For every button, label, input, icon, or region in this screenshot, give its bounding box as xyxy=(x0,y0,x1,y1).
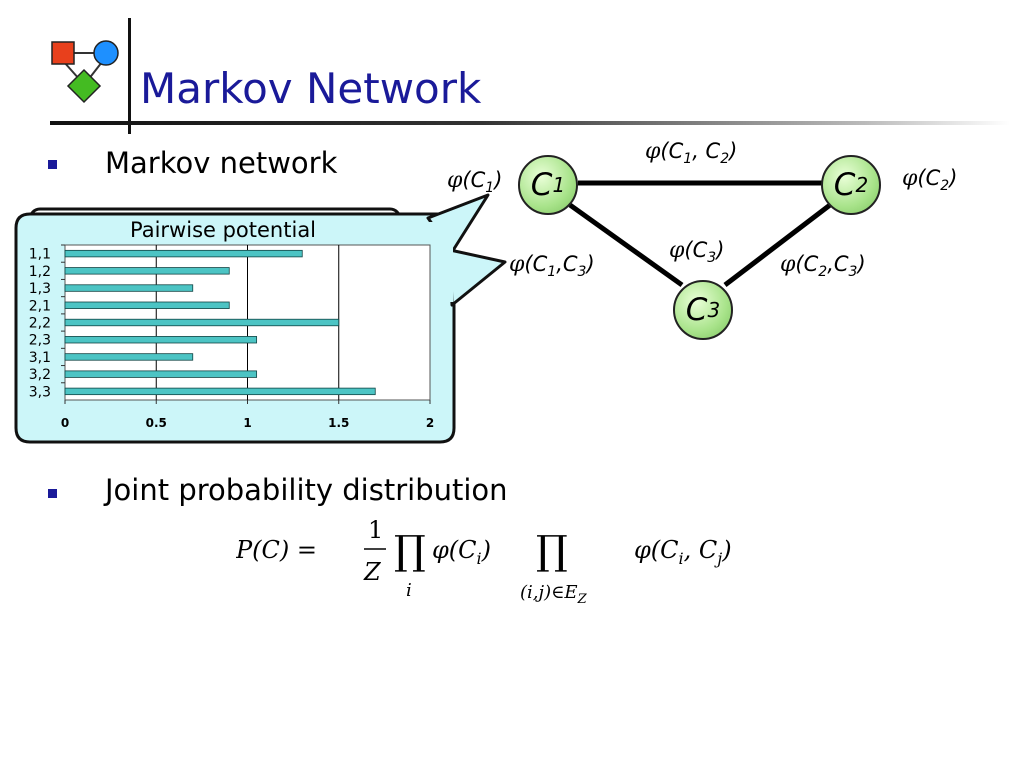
bullet-marker xyxy=(48,160,57,169)
bar-3-2 xyxy=(64,370,258,378)
edge-c2-c3 xyxy=(723,203,832,287)
bar-3-1 xyxy=(64,353,194,361)
x-tick-label: 2 xyxy=(426,416,434,430)
label-phi-c2: φ(C2) xyxy=(902,166,958,195)
x-tick-label: 1.5 xyxy=(328,416,349,430)
formula-denominator: Z xyxy=(363,558,382,586)
formula-index-edge: (i,j)∈EZ xyxy=(520,582,588,607)
y-tick-label: 1,1 xyxy=(29,247,51,263)
edge-c1-c3 xyxy=(568,202,684,288)
label-phi-c1-c3: φ(C1,C3) xyxy=(509,252,595,281)
bar-2-3 xyxy=(64,336,258,344)
formula-index-i: i xyxy=(406,580,412,601)
title-vertical-rule xyxy=(128,18,131,134)
bar-2-1 xyxy=(64,301,230,309)
formula-term-1: φ(Ci) xyxy=(432,536,491,568)
joint-probability-formula: P(C) = 1 Z ∏ i φ(Ci) ∏ (i,j)∈EZ φ(Ci, Cj… xyxy=(236,516,732,607)
x-tick-label: 0.5 xyxy=(146,416,167,430)
bullet-joint-probability: Joint probability distribution xyxy=(105,473,508,507)
slide-title: Markov Network xyxy=(140,64,482,113)
title-horizontal-rule xyxy=(50,121,1010,125)
pairwise-potential-chart: 1,11,21,32,1 2,22,33,13,23,3 0 0.5 1 1.5 2 xyxy=(29,244,434,430)
y-tick-label: 1,3 xyxy=(29,281,51,297)
bar-1-3 xyxy=(64,284,194,292)
label-phi-c1: φ(C1) xyxy=(447,168,503,197)
callout-title: Pairwise potential xyxy=(130,218,317,242)
formula-numerator: 1 xyxy=(368,516,383,544)
bullet-marker xyxy=(48,489,57,498)
x-tick-label: 0 xyxy=(61,416,69,430)
formula-product-1: ∏ xyxy=(394,528,426,574)
label-phi-c3: φ(C3) xyxy=(669,238,725,267)
graph-edges xyxy=(568,180,832,288)
bar-3-3 xyxy=(64,387,376,396)
y-tick-label: 2,1 xyxy=(29,298,51,314)
y-tick-label: 1,2 xyxy=(29,264,51,280)
formula-product-2: ∏ xyxy=(536,528,568,574)
x-tick-label: 1 xyxy=(243,416,251,430)
y-tick-label: 2,3 xyxy=(29,333,51,349)
y-tick-label: 2,2 xyxy=(29,316,51,332)
bar-1-1 xyxy=(64,249,303,258)
y-tick-label: 3,3 xyxy=(29,384,51,400)
label-phi-c2-c3: φ(C2,C3) xyxy=(780,252,866,281)
bar-1-2 xyxy=(64,267,230,275)
bar-2-2 xyxy=(64,318,340,327)
bullet-markov-network: Markov network xyxy=(105,146,338,180)
formula-lhs: P(C) = xyxy=(236,536,317,564)
formula-term-2: φ(Ci, Cj) xyxy=(634,536,732,568)
logo-icon xyxy=(51,40,119,104)
label-phi-c1-c2: φ(C1, C2) xyxy=(645,139,738,168)
y-tick-label: 3,1 xyxy=(29,350,51,366)
y-tick-label: 3,2 xyxy=(29,367,51,383)
